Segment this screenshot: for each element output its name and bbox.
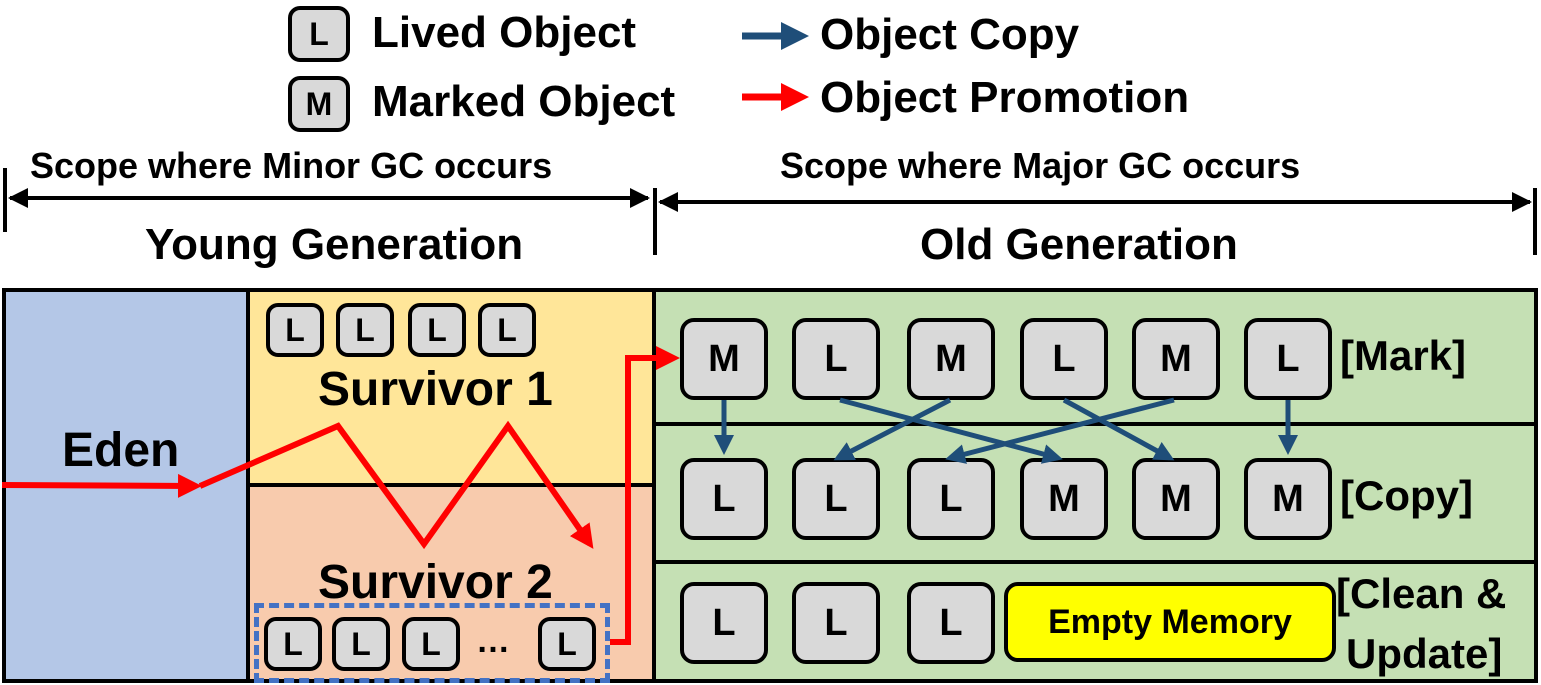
survivor1-object-2: L [336, 303, 394, 357]
copy-object-3: L [907, 458, 995, 540]
mark-object-6: L [1244, 318, 1332, 400]
survivor1-object-4: L [478, 303, 536, 357]
copy-object-4: M [1020, 458, 1108, 540]
survivor2-ellipsis: … [476, 622, 510, 660]
eden-label: Eden [62, 424, 180, 477]
mark-object-5: M [1132, 318, 1220, 400]
copy-object-1: L [680, 458, 768, 540]
major-gc-scope-label: Scope where Major GC occurs [780, 145, 1301, 186]
survivor2-object-2: L [332, 617, 390, 671]
survivor2-object-3: L [402, 617, 460, 671]
minor-gc-scope-label: Scope where Minor GC occurs [30, 145, 553, 186]
legend-promotion-label: Object Promotion [820, 73, 1190, 122]
clean-phase-label-line1: [Clean & [1336, 570, 1507, 617]
legend-marked-label: Marked Object [372, 77, 676, 126]
survivor1-object-1: L [266, 303, 324, 357]
empty-memory-block: Empty Memory [1004, 582, 1336, 662]
clean-phase-label-line2: Update] [1346, 630, 1503, 677]
old-generation-label: Old Generation [920, 220, 1238, 269]
mark-phase-label: [Mark] [1340, 332, 1467, 379]
copy-phase-label: [Copy] [1340, 472, 1473, 519]
survivor2-label: Survivor 2 [318, 556, 553, 609]
copy-object-5: M [1132, 458, 1220, 540]
legend-lived-box: L [288, 6, 350, 62]
clean-object-1: L [680, 582, 768, 664]
clean-object-3: L [907, 582, 995, 664]
mark-object-4: L [1020, 318, 1108, 400]
copy-object-2: L [792, 458, 880, 540]
legend-marked-box: M [288, 76, 350, 132]
legend-lived-label: Lived Object [372, 8, 637, 57]
survivor2-object-1: L [264, 617, 322, 671]
eden-region [2, 288, 250, 683]
clean-object-2: L [792, 582, 880, 664]
mark-object-3: M [907, 318, 995, 400]
survivor2-object-last: L [538, 617, 596, 671]
survivor2-object-group [254, 603, 610, 683]
mark-object-2: L [792, 318, 880, 400]
young-generation-label: Young Generation [145, 220, 524, 269]
survivor1-label: Survivor 1 [318, 363, 553, 416]
legend-copy-label: Object Copy [820, 10, 1080, 59]
copy-object-6: M [1244, 458, 1332, 540]
mark-object-1: M [680, 318, 768, 400]
survivor1-object-3: L [408, 303, 466, 357]
